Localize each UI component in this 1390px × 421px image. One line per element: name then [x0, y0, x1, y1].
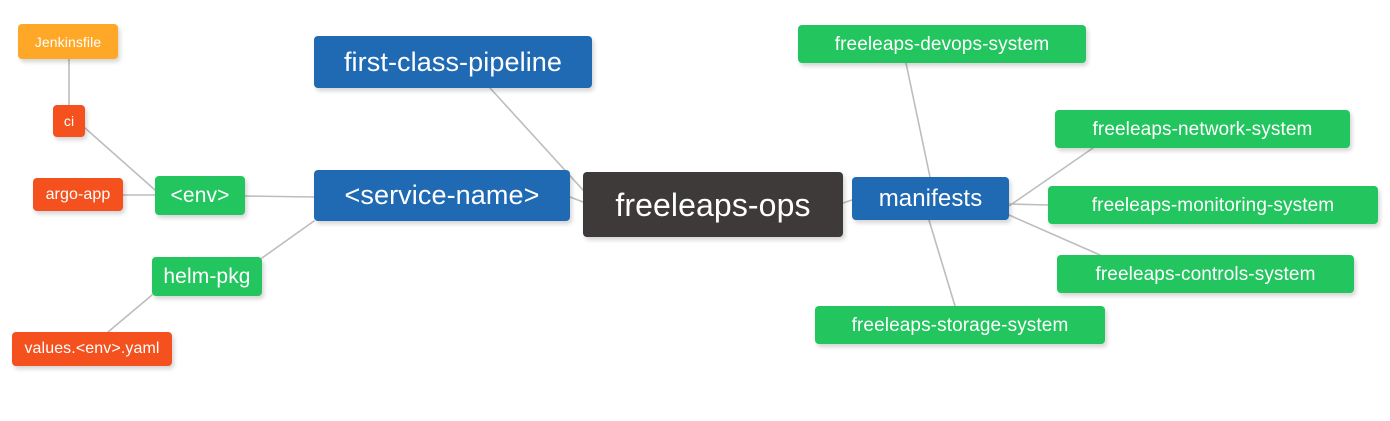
edge-service-name-to-env — [244, 195, 315, 198]
node-freeleaps-devops-system[interactable]: freeleaps-devops-system — [798, 25, 1086, 63]
node-label-ci: ci — [63, 113, 75, 129]
node-service-name[interactable]: <service-name> — [314, 170, 570, 221]
node-values-env-yaml[interactable]: values.<env>.yaml — [12, 332, 172, 366]
node-label-freeleaps-devops-system: freeleaps-devops-system — [834, 33, 1050, 55]
node-ci[interactable]: ci — [53, 105, 85, 137]
node-jenkinsfile[interactable]: Jenkinsfile — [18, 24, 118, 59]
edge-manifests-to-freeleaps-storage-system — [928, 219, 956, 307]
node-label-argo-app: argo-app — [45, 185, 111, 203]
edge-manifests-to-freeleaps-monitoring-system — [1008, 203, 1049, 206]
node-label-first-class-pipeline: first-class-pipeline — [343, 46, 563, 77]
edge-service-name-to-helm-pkg — [261, 220, 315, 259]
node-label-values-env-yaml: values.<env>.yaml — [24, 340, 160, 357]
node-label-env: <env> — [170, 184, 230, 207]
node-freeleaps-ops[interactable]: freeleaps-ops — [583, 172, 843, 237]
node-freeleaps-monitoring-system[interactable]: freeleaps-monitoring-system — [1048, 186, 1378, 224]
node-helm-pkg[interactable]: helm-pkg — [152, 257, 262, 296]
node-label-service-name: <service-name> — [344, 180, 540, 210]
edge-freeleaps-ops-to-manifests — [842, 199, 853, 204]
edge-manifests-to-freeleaps-devops-system — [905, 62, 931, 178]
node-label-helm-pkg: helm-pkg — [163, 265, 251, 288]
edge-helm-pkg-to-values-env-yaml — [107, 294, 153, 333]
node-manifests[interactable]: manifests — [852, 177, 1009, 220]
node-argo-app[interactable]: argo-app — [33, 178, 123, 211]
edge-freeleaps-ops-to-service-name — [569, 196, 584, 203]
node-env[interactable]: <env> — [155, 176, 245, 215]
node-label-freeleaps-network-system: freeleaps-network-system — [1092, 118, 1313, 140]
node-label-freeleaps-ops: freeleaps-ops — [615, 186, 811, 223]
node-label-freeleaps-monitoring-system: freeleaps-monitoring-system — [1091, 194, 1335, 216]
node-freeleaps-controls-system[interactable]: freeleaps-controls-system — [1057, 255, 1354, 293]
node-label-manifests: manifests — [878, 184, 983, 212]
node-freeleaps-network-system[interactable]: freeleaps-network-system — [1055, 110, 1350, 148]
node-label-freeleaps-controls-system: freeleaps-controls-system — [1095, 263, 1316, 285]
node-label-freeleaps-storage-system: freeleaps-storage-system — [851, 314, 1069, 336]
node-freeleaps-storage-system[interactable]: freeleaps-storage-system — [815, 306, 1105, 344]
node-first-class-pipeline[interactable]: first-class-pipeline — [314, 36, 592, 88]
node-label-jenkinsfile: Jenkinsfile — [34, 33, 102, 50]
